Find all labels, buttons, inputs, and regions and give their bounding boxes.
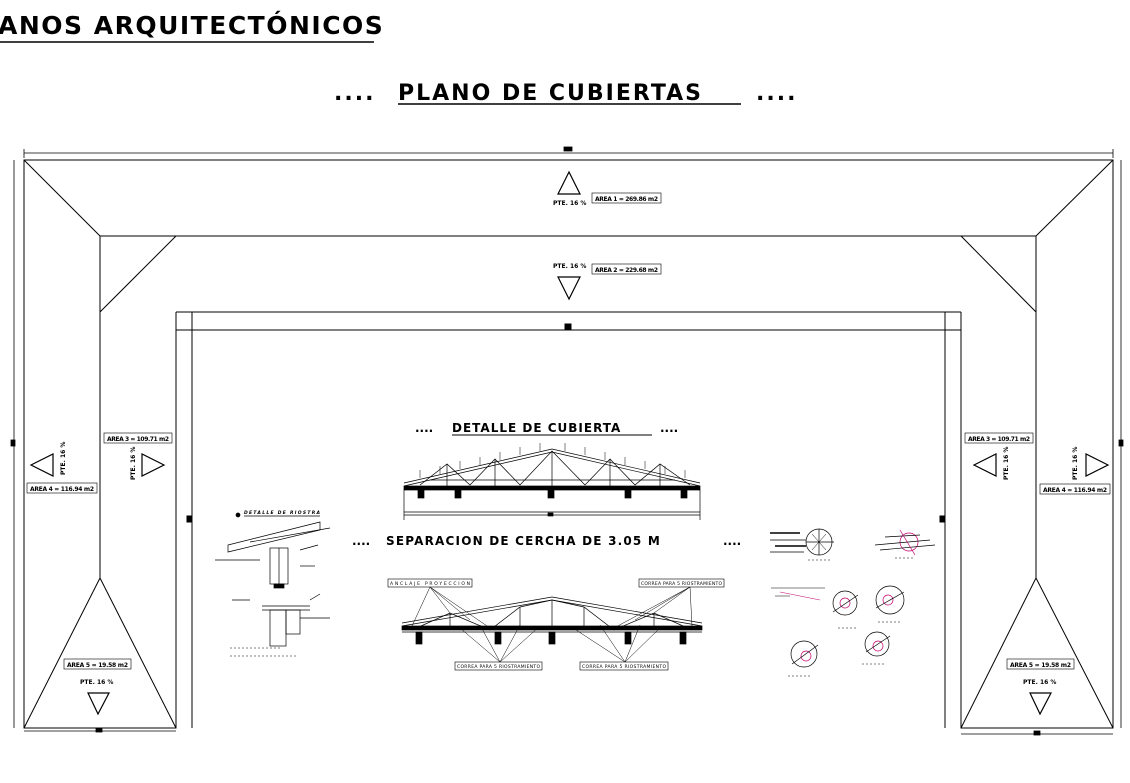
sheet-title: ANOS ARQUITECTÓNICOS	[0, 10, 384, 40]
truss-callout: CORREA PARA 5 RIOSTRAMIENTO	[457, 664, 540, 670]
slope-label: PTE. 16 %	[1003, 447, 1010, 480]
area-label: AREA 5 = 19.58 m2	[1010, 662, 1071, 669]
area-label: AREA 3 = 109.71 m2	[968, 436, 1030, 443]
plan-title: PLANO DE CUBIERTAS	[398, 81, 703, 106]
truss-callout: ANCLAJE PROYECCION	[390, 581, 470, 587]
detail-title-dots-left: ....	[415, 421, 433, 435]
slope-label: PTE. 16 %	[1072, 447, 1079, 480]
ridge-detail-title: DETALLE DE RIOSTRA	[244, 510, 321, 516]
slope-label: PTE. 16 %	[80, 679, 113, 686]
purlin-detail: DETALLE DE RIOSTRA	[215, 510, 331, 657]
dimension-lines	[10, 146, 1124, 736]
lower-truss-elevation: ANCLAJE PROYECCION CORREA PARA 5 RIOSTRA…	[387, 578, 725, 671]
slope-arrow-right-icon	[141, 453, 166, 477]
plan-title-dots-left: ....	[334, 81, 375, 106]
slope-arrow-left-icon	[972, 453, 997, 477]
slope-arrows	[29, 170, 1110, 716]
area-labels: PTE. 16 % AREA 1 = 269.86 m2 PTE. 16 % A…	[26, 192, 1111, 686]
slope-label: PTE. 16 %	[553, 263, 586, 270]
roof-detail-title: DETALLE DE CUBIERTA	[452, 421, 621, 435]
truss-callout: CORREA PARA 5 RIOSTRAMIENTO	[582, 664, 666, 670]
slope-arrow-down-icon	[87, 692, 110, 716]
spacing-title-dots-right: ....	[723, 534, 741, 548]
slope-arrow-left-icon	[29, 453, 54, 477]
area-label: AREA 5 = 19.58 m2	[67, 662, 128, 669]
detail-title-dots-right: ....	[660, 421, 678, 435]
spacing-title-dots-left: ....	[352, 534, 370, 548]
area-label: AREA 4 = 116.94 m2	[1043, 487, 1107, 494]
area-label: AREA 2 = 229.68 m2	[595, 267, 658, 274]
roof-outline	[23, 159, 1114, 729]
slope-label: PTE. 16 %	[60, 442, 67, 475]
slope-arrow-down-icon	[557, 276, 581, 301]
plan-title-dots-right: ....	[756, 81, 797, 106]
area-label: AREA 1 = 269.86 m2	[595, 196, 658, 203]
slope-arrow-right-icon	[1085, 453, 1110, 477]
upper-truss-elevation	[403, 443, 701, 520]
slope-arrow-down-icon	[1029, 692, 1052, 716]
area-label: AREA 3 = 109.71 m2	[107, 436, 169, 443]
slope-label: PTE. 16 %	[130, 447, 137, 480]
slope-label: PTE. 16 %	[553, 200, 586, 207]
truss-callout: CORREA PARA 5 RIOSTRAMIENTO	[641, 581, 722, 587]
slope-arrow-up-icon	[557, 170, 581, 195]
slope-label: PTE. 16 %	[1023, 679, 1056, 686]
connection-details	[770, 528, 936, 677]
truss-spacing-title: SEPARACION DE CERCHA DE 3.05 M	[386, 534, 661, 548]
area-label: AREA 4 = 116.94 m2	[30, 486, 94, 493]
